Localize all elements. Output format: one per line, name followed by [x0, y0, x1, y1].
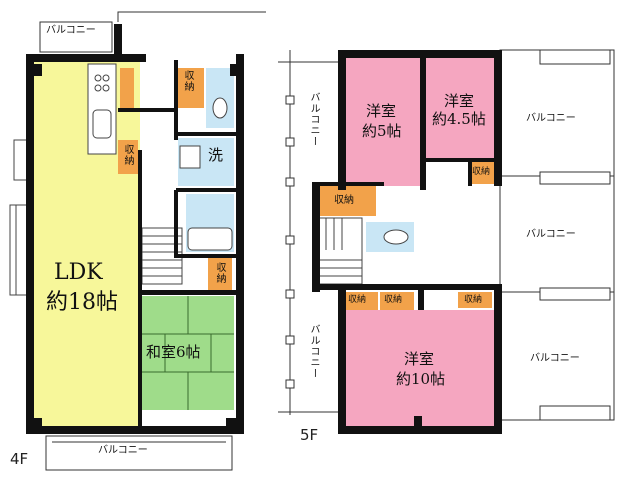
balcony-5f-left-top-label: バルコニー: [308, 92, 319, 147]
tatami-lines: [142, 296, 234, 410]
storage-5f-label-5: 収納: [464, 295, 483, 305]
storage-4f-label-2: 収納: [122, 144, 133, 166]
sink: [92, 109, 112, 139]
storage-5f-label-2: 収納: [472, 167, 491, 177]
staircase-5f: [317, 217, 363, 285]
balcony-5f-right-label-2: バルコニー: [526, 229, 576, 240]
walls-4f: [26, 24, 244, 434]
balcony-4f-top: [39, 21, 113, 53]
storage-5f-5: [458, 292, 492, 308]
storage-5f-3: [344, 292, 378, 310]
ldk-size-label: 約18帖: [46, 290, 118, 315]
storage-4f-label-3: 収納: [214, 262, 225, 284]
storage-4f-3: [118, 140, 138, 174]
youshitsu-2-name: 洋室: [444, 92, 475, 110]
floor-5-label: 5F: [300, 426, 319, 444]
balcony-4f-top-label: バルコニー: [46, 25, 96, 36]
room-youshitsu-1: [344, 56, 422, 186]
youshitsu-3-size: 約10帖: [396, 370, 446, 388]
wash-label: 洗: [208, 146, 224, 164]
balcony-5f-left-bottom-label: バルコニー: [308, 324, 319, 379]
washitsu-name-label: 和室6帖: [146, 343, 201, 361]
balcony-5f-right-label-1: バルコニー: [526, 113, 576, 124]
floor-5-plan: [278, 49, 615, 434]
wash-basin: [179, 145, 201, 169]
storage-5f-2: [470, 162, 496, 184]
storage-4f-4: [208, 258, 232, 294]
youshitsu-2-size: 約4.5帖: [432, 110, 486, 128]
rail-posts: [285, 95, 295, 389]
floor-4-label: 4F: [10, 450, 29, 468]
toilet-icon: [383, 229, 409, 245]
youshitsu-1-name: 洋室: [366, 102, 397, 120]
room-youshitsu-3: [342, 310, 498, 428]
balcony-4f-bottom-label: バルコニー: [98, 445, 148, 456]
floor-4-plan: [9, 11, 266, 471]
storage-5f-4: [380, 292, 414, 310]
ldk-name-label: LDK: [54, 260, 103, 285]
walls-5f: [312, 50, 502, 434]
balcony-5f-right-label-3: バルコニー: [530, 353, 580, 364]
storage-5f-1: [318, 186, 376, 216]
stove-burner: [94, 84, 102, 92]
stove-burner: [102, 84, 110, 92]
room-youshitsu-2: [426, 56, 496, 160]
storage-4f-1: [120, 68, 134, 108]
roof-outline: [117, 11, 266, 22]
storage-5f-label-1: 収納: [334, 195, 354, 206]
storage-4f-2: [176, 68, 204, 108]
stove-burner: [94, 74, 102, 82]
youshitsu-1-size: 約5帖: [362, 122, 402, 140]
bathtub: [187, 227, 233, 251]
kitchen-counter: [87, 63, 117, 155]
storage-5f-label-3: 収納: [348, 295, 367, 305]
stove-burner: [102, 74, 110, 82]
storage-5f-label-4: 収納: [384, 295, 403, 305]
room-ldk: [32, 58, 140, 430]
storage-4f-label-1: 収納: [182, 70, 193, 92]
youshitsu-3-name: 洋室: [404, 350, 435, 368]
toilet-icon: [212, 97, 228, 119]
hall: [140, 60, 174, 140]
balcony-right-5f: [499, 49, 615, 421]
